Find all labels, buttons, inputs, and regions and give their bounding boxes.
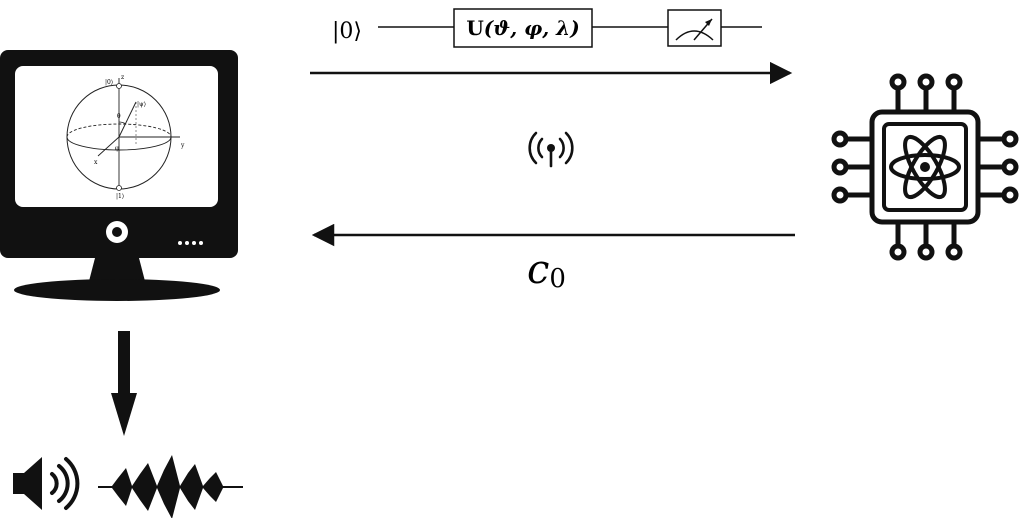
antenna-icon [528,131,574,168]
input-state-ket: |0⟩ [332,19,362,44]
bloch-axis-x: x [94,159,98,166]
speaker-icon [13,457,80,510]
monitor-neck [88,258,146,285]
bloch-ket-zero: |0⟩ [105,79,113,86]
bloch-theta: θ [117,113,121,120]
bloch-ket-psi: |ψ⟩ [137,101,146,108]
sound-wave-icon [98,455,243,518]
unitary-gate-box [453,8,593,48]
quantum-circuit: |0⟩ U(ϑ, φ, λ) [332,8,762,48]
bloch-sphere: z y x |0⟩ |1⟩ |ψ⟩ θ φ [66,74,185,200]
classical-bit-label: c0 [527,247,566,294]
bloch-phi: φ [115,145,119,152]
monitor-base [14,279,220,301]
measurement-meter-icon [667,9,722,47]
quantum-chip-icon [831,73,1019,261]
monitor-indicator-dots [178,241,203,245]
bloch-ket-one: |1⟩ [116,193,124,200]
arrow-to-audio [111,331,137,436]
bloch-axis-y: y [180,142,185,149]
bloch-axis-z: z [121,74,124,81]
unitary-gate-label: U(ϑ, φ, λ) [466,16,579,40]
